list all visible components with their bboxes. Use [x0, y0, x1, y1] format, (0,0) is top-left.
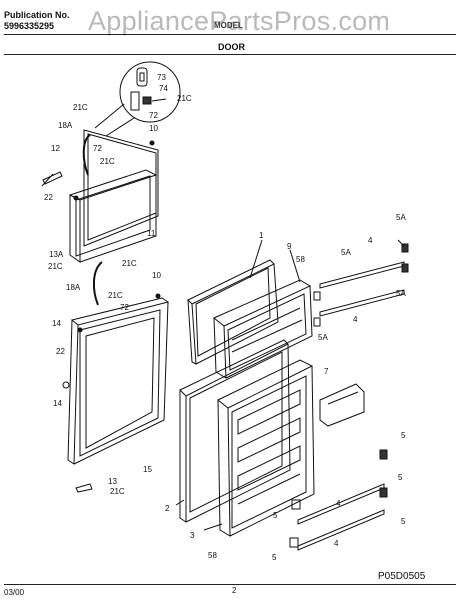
part-callout-label: 5 [273, 511, 278, 520]
part-callout-label: 4 [334, 539, 339, 548]
freezer-door-liner [213, 279, 313, 379]
part-callout-label: 72 [93, 144, 102, 153]
part-callout-label: 11 [147, 229, 156, 238]
dairy-door [319, 383, 365, 427]
inset-callouts: 73 74 21C 72 [149, 73, 192, 120]
publication-number: 5996335295 [4, 21, 55, 31]
part-callout-label: 12 [51, 144, 60, 153]
freezer-hinge-cover [82, 134, 91, 176]
freezer-gasket [187, 259, 279, 365]
part-callout-label: 18A [58, 121, 73, 130]
part-callout-label: 13 [108, 477, 117, 486]
part-callout-label: 5 [401, 517, 406, 526]
diagram-code: P05D0505 [378, 571, 426, 582]
liner-callouts: 1 9 58 5A 4 5A 5A 4 5A 7 5 2 5 4 5 3 58 … [165, 213, 406, 562]
header-rule [4, 34, 456, 35]
part-callout-label: 21C [110, 487, 125, 496]
part-callout-label: 4 [353, 315, 358, 324]
fresh-food-door-callouts: 21C 10 18A 21C 72 14 22 14 15 13 21C [52, 259, 161, 496]
publication-label: Publication No. [4, 10, 70, 20]
watermark: AppliancePartsPros.com [88, 6, 391, 36]
end-cap [401, 243, 409, 253]
part-callout-label: 18A [66, 283, 81, 292]
hinge-detail-inset [94, 61, 181, 137]
part-callout-label: 21C [100, 157, 115, 166]
part-callout-label: 22 [44, 193, 53, 202]
part-callout-label: 5 [401, 431, 406, 440]
door-handle-trim [42, 171, 63, 185]
fresh-food-hinge-cover [92, 261, 103, 306]
part-callout-label: 5 [398, 473, 403, 482]
part-callout-label: 72 [120, 303, 129, 312]
part-callout-label: 22 [56, 347, 65, 356]
callout-74: 74 [159, 84, 168, 93]
part-callout-label: 5A [396, 213, 406, 222]
part-callout-label: 14 [52, 319, 61, 328]
part-callout-label: 58 [296, 255, 305, 264]
part-callout-label: 21C [73, 103, 88, 112]
fresh-food-door-liner [217, 359, 315, 537]
part-callout-label: 14 [53, 399, 62, 408]
shelf-bars-lower [297, 483, 385, 551]
part-callout-label: 7 [324, 367, 329, 376]
footer-rule [4, 584, 456, 585]
part-callout-label: 3 [190, 531, 195, 540]
part-callout-label: 1 [259, 231, 264, 240]
part-callout-label: 2 [165, 504, 170, 513]
part-callout-label: 15 [143, 465, 152, 474]
part-callout-label: 21C [48, 262, 63, 271]
part-callout-label: 4 [336, 499, 341, 508]
part-callout-label: 21C [108, 291, 123, 300]
part-callout-label: 10 [152, 271, 161, 280]
revision-date: 03/00 [4, 588, 25, 597]
hinge-bracket [75, 483, 93, 493]
part-callout-label: 5A [341, 248, 351, 257]
callout-73: 73 [157, 73, 166, 82]
part-callout-label: 21C [122, 259, 137, 268]
freezer-door-callouts: 21C 18A 10 72 12 21C 22 11 13A 21C [44, 103, 158, 271]
part-callout-label: 5A [318, 333, 328, 342]
page-number: 2 [232, 586, 237, 595]
shelf-bars-upper [319, 261, 405, 317]
part-callout-label: 58 [208, 551, 217, 560]
part-callout-label: 10 [149, 124, 158, 133]
fresh-food-door [67, 297, 170, 465]
title-rule [4, 54, 456, 55]
part-callout-label: 9 [287, 242, 292, 251]
callout-21c: 21C [177, 94, 192, 103]
part-callout-label: 5A [396, 289, 406, 298]
fresh-food-gasket [179, 339, 291, 523]
model-number: MODEL [214, 21, 243, 30]
section-title: DOOR [218, 42, 245, 52]
part-callout-label: 5 [272, 553, 277, 562]
callout-72: 72 [149, 111, 158, 120]
part-callout-label: 13A [49, 250, 64, 259]
part-callout-label: 4 [368, 236, 373, 245]
